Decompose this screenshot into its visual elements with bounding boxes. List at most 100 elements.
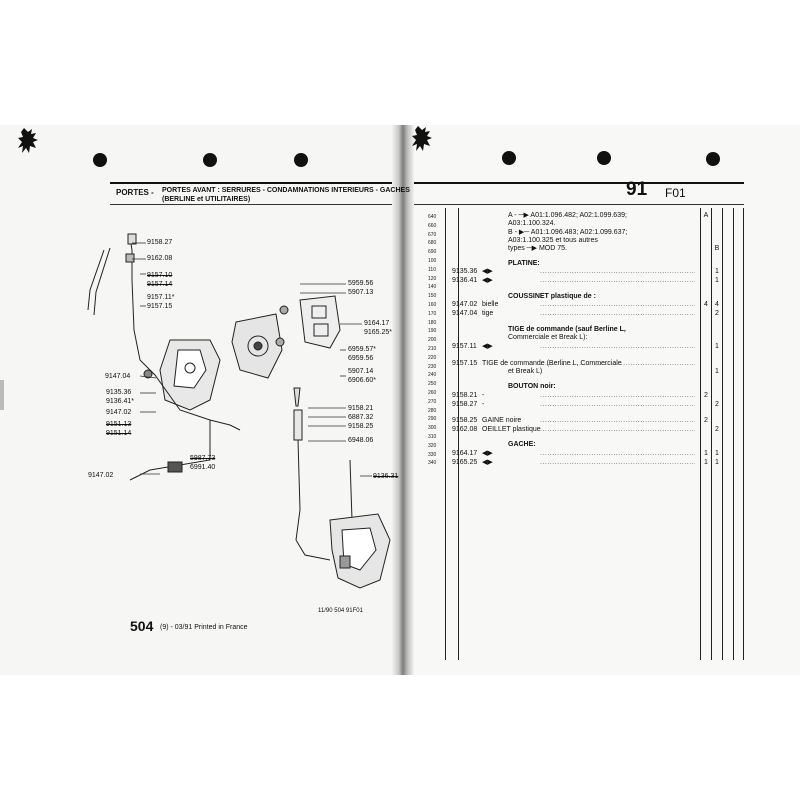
footer-print-info: (9) - 03/91 Printed in France [160, 624, 248, 631]
part-description: ◀▶ [482, 268, 493, 275]
quantity-cell: A [703, 212, 709, 219]
line-number: 250 [428, 381, 437, 388]
part-description: et Break L) [508, 368, 543, 375]
part-description: B - ▶─ A01:1.096.483; A02:1.099.637; [508, 229, 628, 236]
line-number: 230 [428, 363, 437, 370]
line-number: 110 [428, 266, 436, 273]
callout-label: 5959.56 [348, 280, 374, 287]
part-number: 9165.25 [452, 459, 478, 466]
line-number: 340 [428, 460, 437, 467]
leader-dots: ........................................… [540, 360, 695, 367]
quantity-cell: 2 [715, 426, 719, 433]
callout-label: 6959.57* [348, 346, 377, 353]
line-number: 220 [428, 354, 437, 361]
callout-label: 9136.41* [106, 398, 135, 405]
leader-dots: ........................................… [540, 268, 695, 275]
page-subtitle: (BERLINE et UTILITAIRES) [162, 196, 251, 203]
quantity-cell: B [714, 245, 720, 252]
binder-hole [93, 153, 107, 167]
part-description: types ─▶ MOD 75. [508, 245, 567, 252]
quantity-cell: 2 [715, 310, 719, 317]
quantity-cell: 1 [715, 277, 719, 284]
peugeot-lion-logo [18, 128, 38, 153]
part-description: TIGE de commande (Berline L, Commerciale [482, 360, 622, 367]
part-number: 9157.15 [452, 360, 478, 367]
quantity-cell: 1 [715, 450, 719, 457]
part-description: Commerciale et Break L): [508, 334, 588, 341]
part-number: 9158.25 [452, 417, 478, 424]
line-number: 300 [428, 425, 437, 432]
leader-dots: ........................................… [540, 301, 695, 308]
quantity-cell: 1 [715, 459, 719, 466]
part-description: TIGE de commande (sauf Berline L, [508, 326, 626, 333]
part-description: GAINE noire [482, 417, 522, 424]
callout-label: 6887.32 [348, 414, 374, 421]
line-number: 100 [428, 258, 437, 264]
quantity-cell: 1 [704, 459, 708, 466]
leader-dots: ........................................… [540, 401, 695, 408]
part-description: A03:1.100.324. [508, 220, 556, 227]
quantity-cell: 1 [715, 368, 719, 375]
part-description: ◀▶ [482, 277, 493, 284]
callout-label: 9136.31 [373, 473, 399, 480]
leader-dots: ........................................… [540, 459, 695, 466]
part-number: 9164.17 [452, 450, 478, 457]
line-number: 240 [428, 372, 437, 379]
part-number: 9157.11 [452, 343, 477, 350]
callout-label: 9151.14 [106, 430, 132, 437]
line-number: 660 [428, 222, 437, 229]
table-rule [722, 208, 723, 660]
page-edge-mark [0, 380, 4, 410]
line-number: 280 [428, 407, 437, 414]
leader-dots: ........................................… [540, 392, 695, 399]
leader-dots: ........................................… [540, 343, 695, 350]
callout-label: 9157.11* [147, 294, 175, 301]
callout-label: 9158.21 [348, 405, 374, 412]
part-number: 9158.27 [452, 401, 478, 408]
section-label: PORTES - [116, 188, 154, 197]
line-number: 120 [428, 275, 437, 282]
line-number: 290 [428, 416, 437, 423]
part-description: - [482, 392, 485, 399]
leader-dots: ........................................… [540, 310, 695, 317]
part-description: ◀▶ [482, 459, 493, 466]
line-number: 330 [428, 451, 437, 458]
binder-hole [597, 151, 611, 165]
line-number: 260 [428, 390, 437, 396]
table-rule [445, 208, 446, 660]
part-number: 9158.21 [452, 392, 478, 399]
callout-label: 9157.15 [147, 303, 173, 310]
part-number: 9147.04 [452, 310, 478, 317]
callout-label: 9157.10 [147, 272, 173, 279]
callout-label: 9165.25* [364, 329, 393, 336]
binder-hole [203, 153, 217, 167]
callout-label: 9147.04 [105, 373, 131, 380]
part-description: OEILLET plastique [482, 426, 541, 433]
quantity-cell: 4 [704, 301, 708, 308]
leader-dots: ........................................… [540, 277, 695, 284]
knob-part [127, 233, 137, 245]
page-code: F01 [665, 186, 686, 200]
callout-label: 6959.56 [348, 355, 374, 362]
header-rule-thin [110, 204, 392, 205]
callout-label: 9147.02 [88, 472, 114, 479]
part-number: 9136.41 [452, 277, 478, 284]
part-description: ◀▶ [482, 450, 493, 457]
part-description: - [482, 401, 485, 408]
table-rule [700, 208, 701, 660]
callout-label: 6906.60* [348, 377, 377, 384]
line-number: 190 [428, 328, 437, 335]
callout-label: 6991.40 [190, 464, 216, 471]
line-number: 200 [428, 337, 437, 344]
line-number: 320 [428, 442, 437, 449]
table-rule [733, 208, 734, 660]
part-number: 9147.02 [452, 301, 478, 308]
exploded-parts-diagram [87, 233, 391, 589]
callout-label: 9147.02 [106, 409, 132, 416]
header-rule [110, 182, 392, 184]
part-description: A - ─▶ A01:1.096.482; A02:1.099.639; [508, 212, 627, 219]
peugeot-lion-logo [412, 126, 432, 151]
part-description: GACHE: [508, 441, 536, 448]
part-description: bielle [482, 301, 499, 308]
